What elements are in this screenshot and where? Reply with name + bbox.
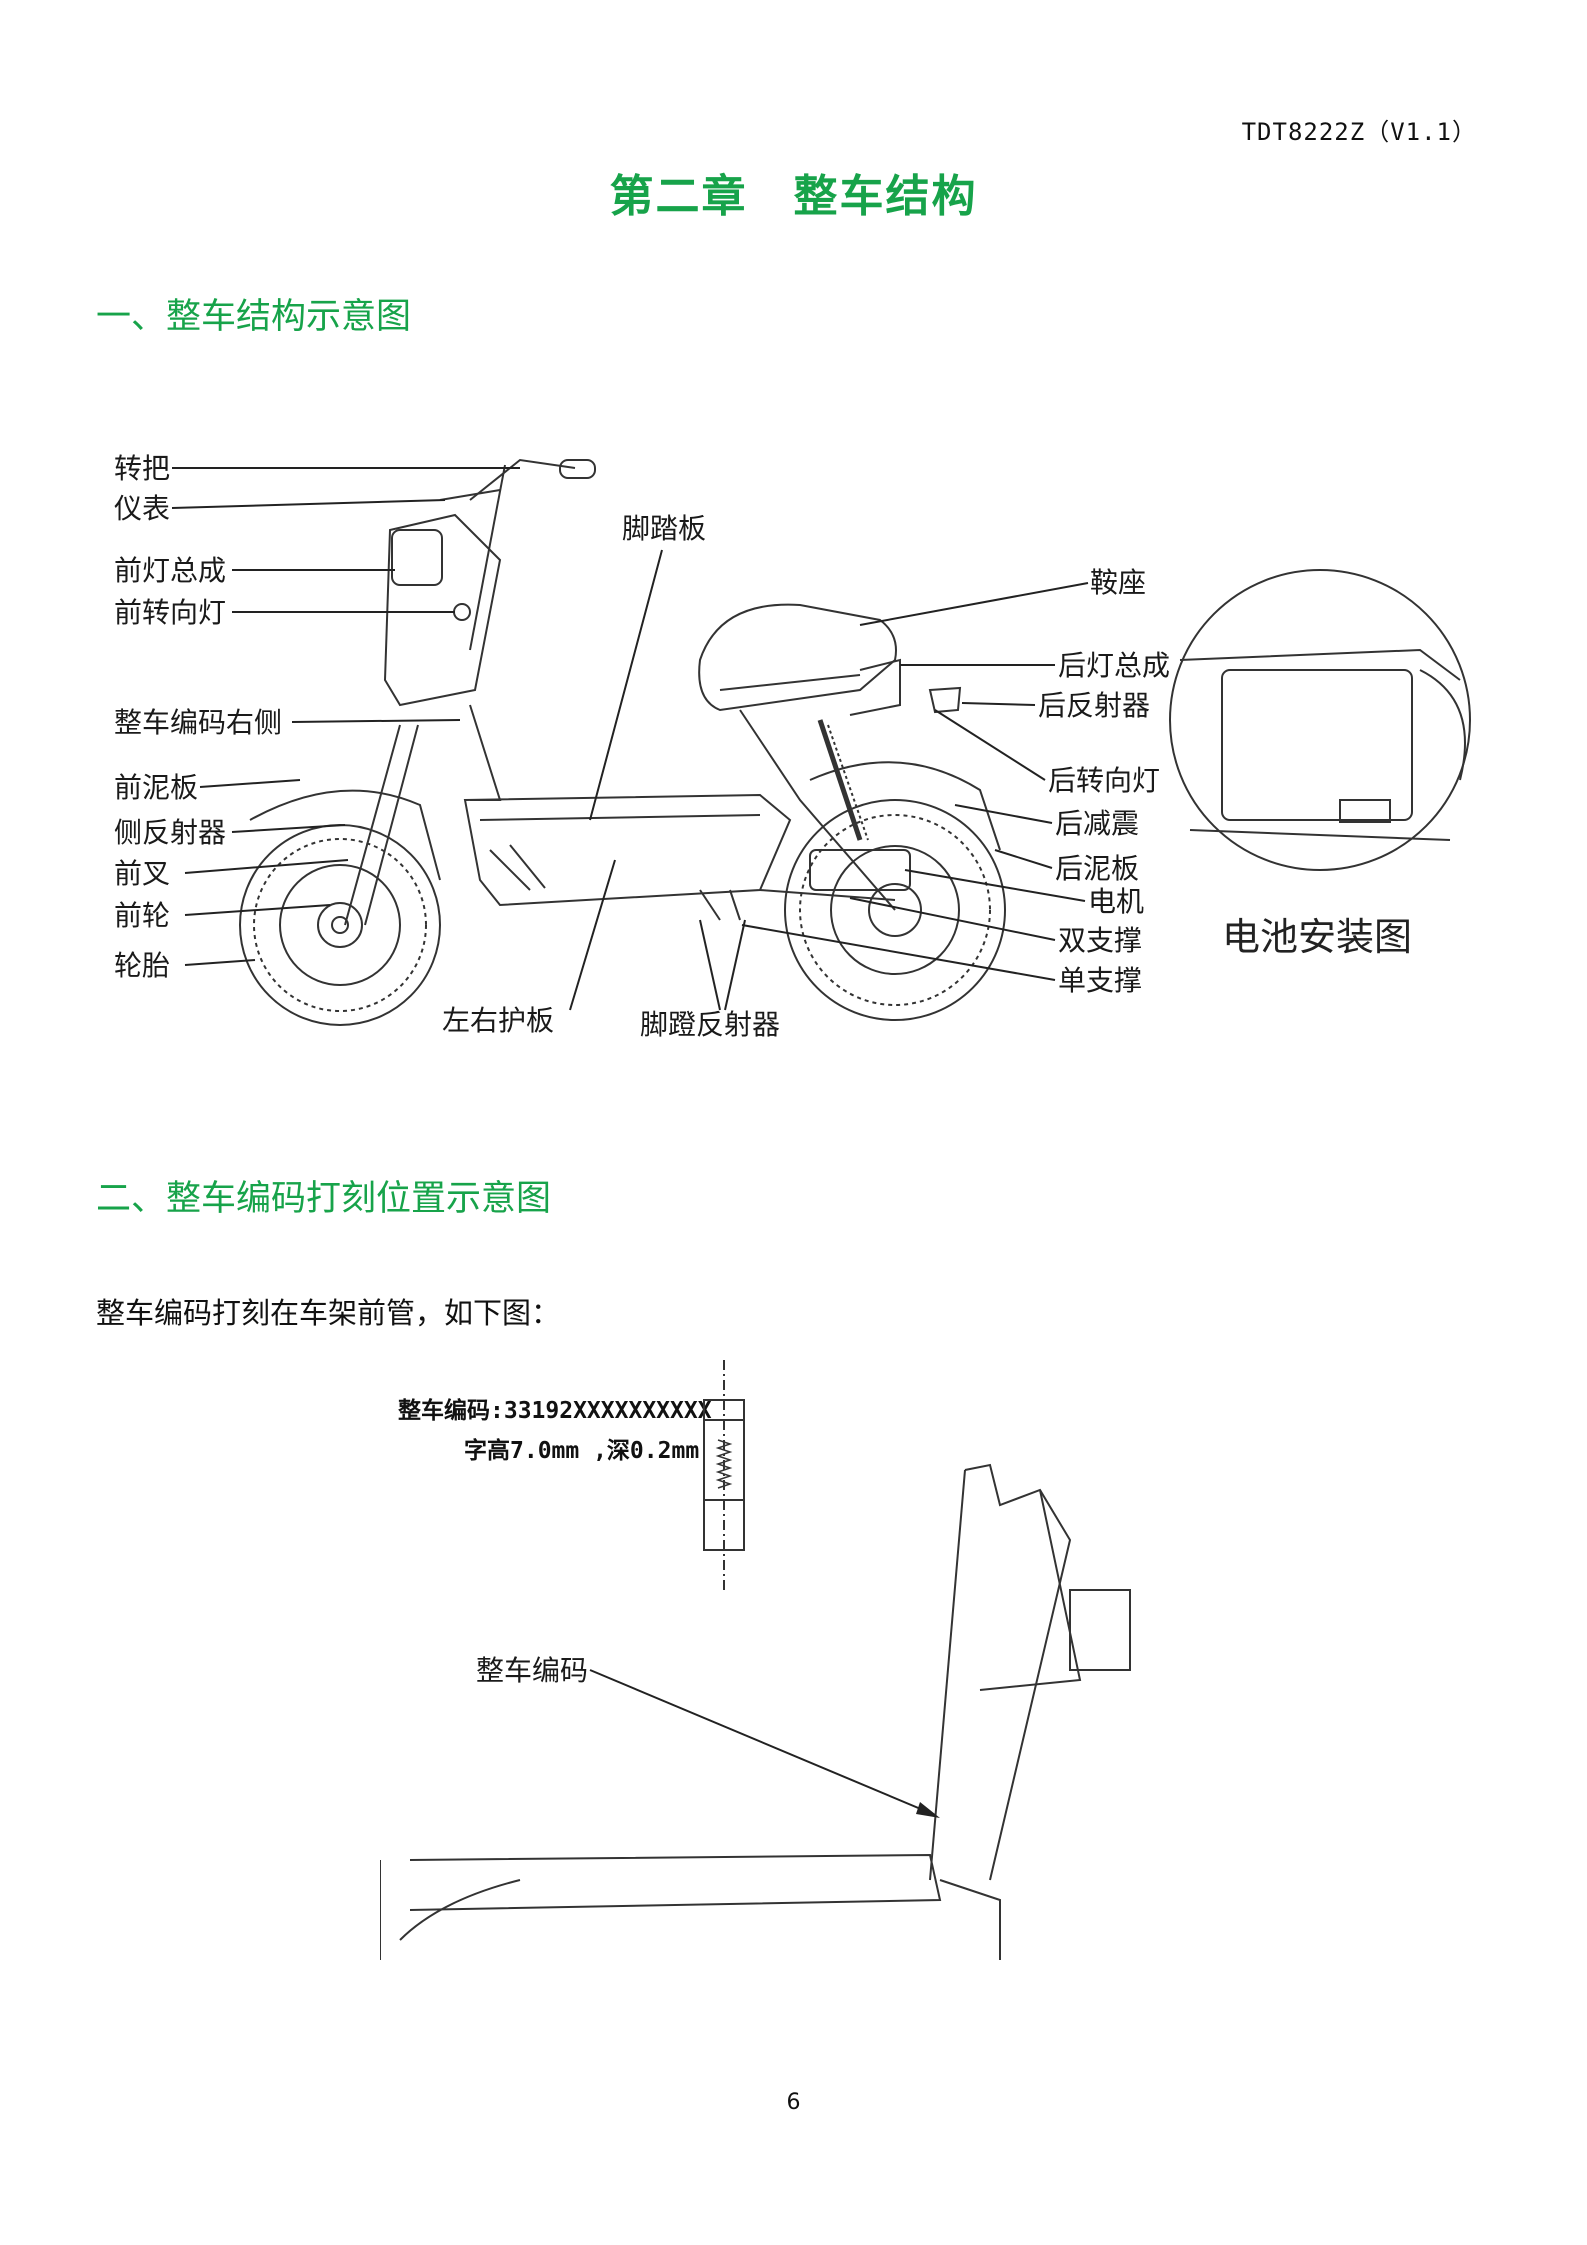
label-taillight: 后灯总成 xyxy=(1058,649,1170,682)
vin-size-text: 字高7.0mm ,深0.2mm xyxy=(464,1437,699,1464)
scooter-drawing xyxy=(239,458,1006,1026)
vin-arrow-label: 整车编码 xyxy=(476,1654,588,1687)
section-1-title: 一、整车结构示意图 xyxy=(96,297,412,337)
label-meter: 仪表 xyxy=(114,492,170,525)
label-rear-fender: 后泥板 xyxy=(1055,852,1139,885)
label-pedal-reflector: 脚蹬反射器 xyxy=(640,1008,780,1041)
label-double-stand: 双支撑 xyxy=(1058,924,1142,957)
label-rear-shock: 后减震 xyxy=(1055,807,1139,840)
intro-text: 整车编码打刻在车架前管，如下图： xyxy=(96,1296,561,1330)
tube-detail-drawing xyxy=(703,1360,745,1590)
section-2-title: 二、整车编码打刻位置示意图 xyxy=(96,1179,552,1219)
label-motor: 电机 xyxy=(1088,885,1144,918)
label-battery-installation: 电池安装图 xyxy=(1222,915,1412,959)
scooter-structure-diagram: 转把 仪表 前灯总成 前转向灯 整车编码右侧 前泥板 侧反射器 前叉 前轮 轮胎… xyxy=(0,420,1587,1060)
document-code: TDT8222Z（V1.1） xyxy=(1241,118,1477,146)
label-handlebar: 转把 xyxy=(114,452,170,485)
label-front-fender: 前泥板 xyxy=(114,771,198,804)
label-rear-reflector: 后反射器 xyxy=(1038,689,1150,722)
leader-lines xyxy=(171,467,1089,1011)
vin-format-text: 整车编码:33192XXXXXXXXXX xyxy=(398,1397,712,1424)
label-front-fork: 前叉 xyxy=(114,857,170,890)
label-rear-turn-signal: 后转向灯 xyxy=(1048,764,1160,797)
label-side-guard: 左右护板 xyxy=(442,1004,554,1037)
label-front-turn-signal: 前转向灯 xyxy=(114,596,226,629)
label-vin-right: 整车编码右侧 xyxy=(114,706,282,739)
chapter-title: 第二章 整车结构 xyxy=(609,171,978,222)
battery-installation-inset xyxy=(1169,569,1471,871)
label-headlight: 前灯总成 xyxy=(114,554,226,587)
page-number: 6 xyxy=(786,2090,801,2115)
vin-pointer-arrow xyxy=(589,1669,940,1818)
frame-drawing xyxy=(380,1463,1131,1960)
label-single-stand: 单支撑 xyxy=(1058,964,1142,997)
vin-location-diagram: 整车编码:33192XXXXXXXXXX 字高7.0mm ,深0.2mm 整车编… xyxy=(380,1340,1220,1960)
label-seat: 鞍座 xyxy=(1090,566,1146,599)
label-front-wheel: 前轮 xyxy=(114,899,170,932)
label-tire: 轮胎 xyxy=(114,949,170,982)
label-footboard: 脚踏板 xyxy=(622,512,706,545)
label-side-reflector: 侧反射器 xyxy=(114,816,226,849)
